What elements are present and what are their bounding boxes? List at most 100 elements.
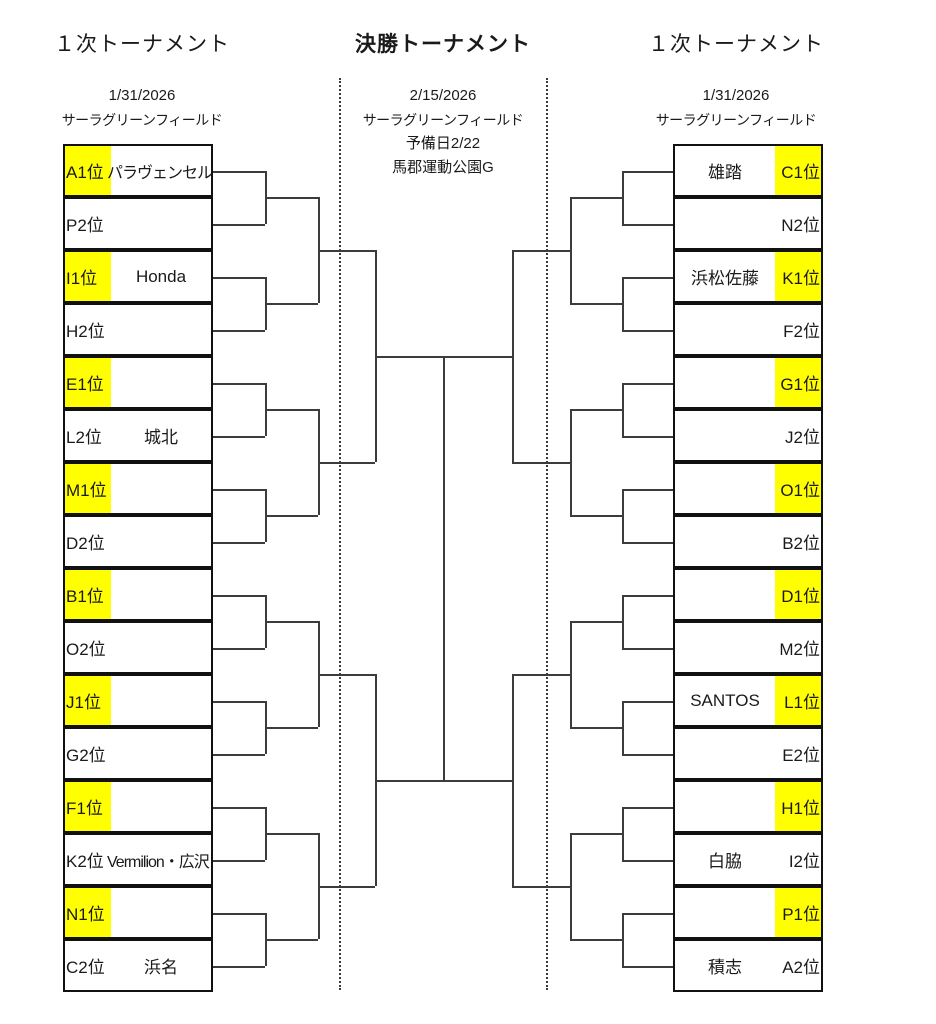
champion-stub [443,510,445,536]
bracket-slot[interactable]: G2位 [63,727,213,780]
center-reserve-date: 予備日2/22 [405,135,481,152]
slot-code: K2位 [66,852,104,871]
bracket-slot[interactable]: E1位 [63,356,213,409]
bracket-slot[interactable]: O2位 [63,621,213,674]
connector-r1-in [213,170,265,173]
connector-r1-in [213,488,265,491]
slot-team-name [675,517,775,566]
connector-r1-in [213,647,265,650]
connector-r1-in [622,912,673,915]
bracket-slot[interactable]: N1位 [63,886,213,939]
connector-r1-join [622,594,624,648]
bracket-slot[interactable]: B2位 [673,515,823,568]
connector-r3-in [318,250,375,252]
slot-team-name [111,729,211,778]
slot-code: P1位 [775,888,821,937]
slot-code: A2位 [782,958,820,977]
divider-left-dashed [339,78,341,990]
connector-r3-in [512,886,570,888]
bracket-slot[interactable]: N2位 [673,197,823,250]
slot-team-name: パラヴェンセル [107,164,213,182]
bracket-slot[interactable]: P2位 [63,197,213,250]
bracket-slot[interactable]: G1位 [673,356,823,409]
bracket-slot[interactable]: H1位 [673,780,823,833]
connector-r1-in [213,435,265,438]
connector-r2-in [265,727,318,729]
slot-team-name [111,676,211,725]
bracket-slot[interactable]: D2位 [63,515,213,568]
connector-r1-in [622,435,673,438]
connector-r2-join [570,833,572,939]
bracket-slot[interactable]: E2位 [673,727,823,780]
slot-team-name [111,888,211,937]
connector-r2-join [570,409,572,515]
bracket-slot[interactable]: C2位浜名 [63,939,213,992]
bracket-slot[interactable]: J1位 [63,674,213,727]
right-date: 1/31/2026 [702,87,770,104]
bracket-slot[interactable]: M1位 [63,462,213,515]
bracket-slot[interactable]: M2位 [673,621,823,674]
bracket-slot[interactable]: B1位 [63,568,213,621]
bracket-slot[interactable]: D1位 [673,568,823,621]
slot-code: O2位 [66,640,106,659]
connector-r2-in [570,621,622,623]
bracket-slot[interactable]: H2位 [63,303,213,356]
bracket-slot[interactable]: J2位 [673,409,823,462]
slot-team-name [675,623,775,672]
left-venue-name: サーラグリーンフィールド [61,112,223,128]
slot-team-name [111,464,211,513]
connector-r3-join [512,250,514,462]
slot-code: D2位 [66,534,105,553]
connector-r1-in [622,329,673,332]
connector-r1-join [622,382,624,436]
slot-code: A1位 [65,146,111,195]
slot-code: K1位 [775,252,821,301]
connector-r2-in [570,197,622,199]
slot-team-name [675,570,775,619]
connector-r3-in [512,250,570,252]
slot-code: O1位 [775,464,821,513]
bracket-slot[interactable]: F1位 [63,780,213,833]
slot-team-name [111,782,211,831]
connector-r2-join [570,197,572,303]
slot-team-name [675,888,775,937]
connector-r1-join [622,170,624,224]
connector-r3-in [512,462,570,464]
center-venue-block: 2/15/2026 サーラグリーンフィールド 予備日2/22 馬郡運動公園G [323,84,563,180]
slot-code: P2位 [66,216,104,235]
connector-r1-in [622,859,673,862]
connector-r1-in [213,541,265,544]
connector-r1-in [213,594,265,597]
connector-r1-in [622,276,673,279]
connector-r1-in [213,806,265,809]
connector-r2-in [570,303,622,305]
bracket-slot[interactable]: L2位城北 [63,409,213,462]
bracket-slot[interactable]: F2位 [673,303,823,356]
bracket-slot[interactable]: O1位 [673,462,823,515]
connector-r4-in [375,780,443,782]
slot-team-name [675,305,775,354]
bracket-slot[interactable]: P1位 [673,886,823,939]
connector-r3-in [318,674,375,676]
bracket-slot[interactable]: 積志 A2位 [673,939,823,992]
connector-r2-in [265,833,318,835]
slot-code: C2位 [66,958,105,977]
slot-team-name: 城北 [144,428,178,447]
right-column-title: １次トーナメント [648,33,824,56]
bracket-slot[interactable]: A1位パラヴェンセル [63,144,213,197]
slot-code: I1位 [65,252,111,301]
slot-team-name [675,358,775,407]
slot-code: E1位 [65,358,111,407]
slot-code: E2位 [782,746,820,765]
slot-team-name: 積志 [708,958,742,977]
slot-team-name [675,464,775,513]
slot-code: G2位 [66,746,106,765]
connector-r2-in [265,303,318,305]
slot-code: B2位 [782,534,820,553]
